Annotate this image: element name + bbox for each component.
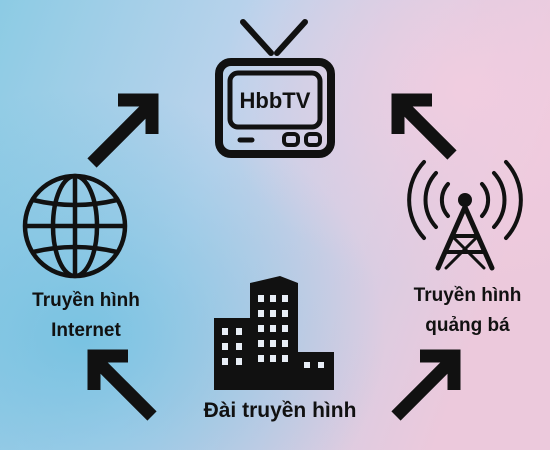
internet-tv-label: Truyền hình Internet <box>6 286 166 346</box>
broadcast-tv-label-line2: quảng bá <box>425 315 510 336</box>
tv-station-label: Đài truyền hình <box>203 399 357 422</box>
broadcast-tower-icon <box>407 160 523 271</box>
tv-label: HbbTV <box>240 88 311 113</box>
tv-icon <box>215 19 335 158</box>
internet-tv-label-line1: Truyền hình <box>32 290 140 311</box>
arrow-station-to-internet <box>87 349 157 421</box>
broadcast-tv-label-line1: Truyền hình <box>413 285 522 306</box>
arrow-broadcast-to-tv <box>391 93 457 160</box>
arrow-internet-to-tv <box>87 93 159 168</box>
buildings-icon <box>214 276 334 390</box>
internet-tv-label-line2: Internet <box>51 320 121 341</box>
broadcast-tv-label: Truyền hình quảng bá <box>390 281 545 341</box>
arrow-station-to-broadcast <box>391 349 461 421</box>
globe-icon <box>22 173 128 279</box>
